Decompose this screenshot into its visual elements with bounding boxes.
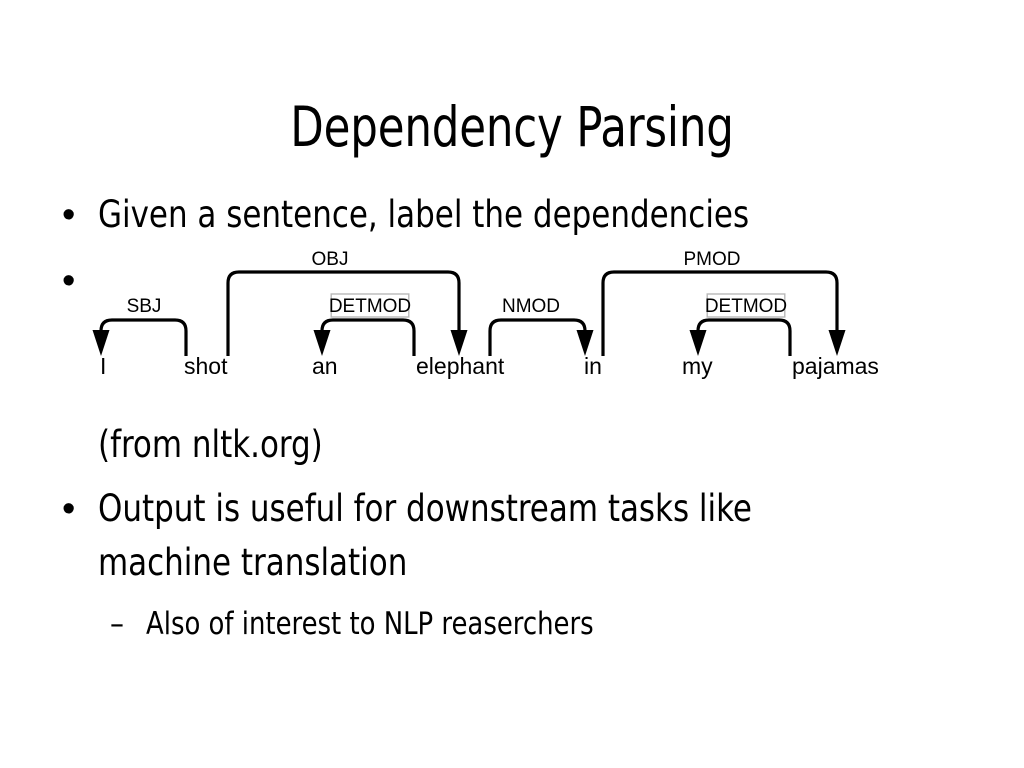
arc-label: DETMOD	[329, 296, 411, 317]
sub-bullet-marker-1: –	[110, 606, 124, 642]
bullet-marker-3: •	[62, 488, 76, 530]
arc-label: OBJ	[312, 249, 349, 270]
bullet-marker-1: •	[62, 194, 76, 236]
dependency-word: in	[584, 353, 602, 379]
arc-label-box	[330, 293, 410, 318]
arrow-head-icon	[313, 330, 331, 356]
dependency-word: an	[312, 353, 338, 379]
dependency-arc: SBJ	[92, 296, 188, 356]
dependency-word: I	[100, 353, 106, 379]
arc-line	[488, 318, 587, 356]
bullet-text-3: Output is useful for downstream tasks li…	[98, 487, 762, 584]
arc-layer: SBJ OBJ DETMOD NMOD PMOD DETMOD	[92, 249, 846, 356]
arrow-head-icon	[92, 330, 110, 356]
arrow-head-icon	[689, 330, 707, 356]
arrow-head-icon	[450, 330, 468, 356]
bullet-marker-2: •	[62, 260, 76, 302]
dependency-arc: NMOD	[488, 296, 594, 356]
arc-label: SBJ	[127, 296, 162, 317]
arc-label-box	[706, 293, 786, 318]
arc-line	[601, 270, 839, 356]
dependency-arc: DETMOD	[313, 293, 416, 356]
attribution-text: (from nltk.org)	[98, 423, 323, 466]
arc-label: PMOD	[684, 249, 741, 270]
dependency-arc: OBJ	[226, 249, 468, 356]
arc-line	[320, 318, 416, 356]
arc-label: DETMOD	[705, 296, 787, 317]
arrow-head-icon	[576, 330, 594, 356]
dependency-arc: DETMOD	[689, 293, 792, 356]
arc-line	[99, 318, 188, 356]
dependency-word: shot	[184, 353, 228, 379]
dependency-word: elephant	[416, 353, 505, 379]
dependency-word: pajamas	[792, 353, 879, 379]
arc-line	[226, 270, 461, 356]
arrow-head-icon	[828, 330, 846, 356]
arc-line	[696, 318, 792, 356]
dependency-arc: PMOD	[601, 249, 846, 356]
dependency-word: my	[682, 353, 713, 379]
page-title: Dependency Parsing	[290, 94, 734, 159]
bullet-text-1: Given a sentence, label the dependencies	[98, 193, 750, 236]
arc-label: NMOD	[502, 296, 560, 317]
sub-bullet-text-1: Also of interest to NLP reaserchers	[146, 606, 594, 642]
